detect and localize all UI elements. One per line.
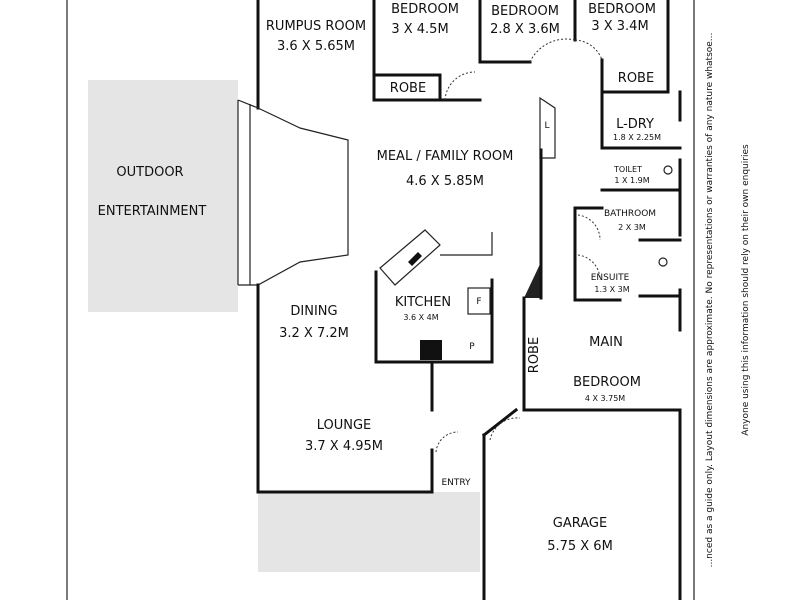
- bathroom-label: BATHROOM: [604, 209, 656, 219]
- bedroom1-label: BEDROOM: [391, 2, 459, 17]
- meal-family-label: MEAL / FAMILY ROOM: [377, 149, 514, 164]
- fridge-box: [467, 287, 491, 315]
- bench-line: [440, 232, 493, 256]
- bedroom1-dims: 3 X 4.5M: [391, 22, 448, 37]
- toilet-fixture: [663, 165, 673, 175]
- garage-label: GARAGE: [553, 516, 607, 531]
- lounge-dims: 3.7 X 4.95M: [305, 439, 383, 454]
- cooktop-icon: [408, 252, 422, 266]
- kitchen-dims: 3.6 X 4M: [403, 313, 438, 322]
- door-swing: [577, 214, 601, 241]
- wall: [481, 407, 519, 438]
- kitchen-label: KITCHEN: [395, 295, 451, 310]
- bedroom2-label: BEDROOM: [491, 4, 559, 19]
- toilet-label: TOILET: [613, 165, 642, 174]
- pantry-label: P: [469, 342, 475, 352]
- ensuite-dims: 1.3 X 3M: [594, 285, 629, 294]
- main-label: MAIN: [589, 335, 623, 350]
- door-swing: [529, 38, 576, 63]
- door-swing: [574, 39, 603, 61]
- toilet-fixture: [658, 257, 668, 267]
- meal-family-dims: 4.6 X 5.85M: [406, 174, 484, 189]
- robe-main-triangle: [524, 262, 541, 298]
- garage-dims: 5.75 X 6M: [547, 539, 613, 554]
- bathroom-dims: 2 X 3M: [618, 223, 646, 232]
- sink-icon: [420, 340, 442, 360]
- fridge-label: F: [476, 297, 481, 307]
- rumpus-room-dims: 3.6 X 5.65M: [277, 39, 355, 54]
- outdoor-label: OUTDOOR: [116, 165, 183, 180]
- lounge-label: LOUNGE: [317, 418, 372, 433]
- entertainment-label: ENTERTAINMENT: [98, 204, 207, 219]
- entry-path-hatch: [258, 492, 480, 572]
- ensuite-label: ENSUITE: [591, 273, 630, 283]
- bay-wall: [237, 99, 349, 286]
- outdoor-area-hatch: [88, 80, 238, 312]
- robe3-label: ROBE: [527, 337, 542, 373]
- dining-dims: 3.2 X 7.2M: [279, 326, 349, 341]
- entry-label: ENTRY: [441, 478, 471, 488]
- laundry-label: L-DRY: [616, 117, 654, 132]
- main-bedroom-label: BEDROOM: [573, 375, 641, 390]
- main-bedroom-dims: 4 X 3.75M: [585, 394, 625, 403]
- disclaimer-line2: Anyone using this information should rel…: [741, 144, 751, 436]
- laundry-dims: 1.8 X 2.25M: [613, 133, 661, 142]
- door-swing: [577, 254, 601, 281]
- door-swing: [435, 431, 459, 453]
- robe2-label: ROBE: [618, 71, 654, 86]
- linen-cupboard: [539, 96, 556, 159]
- dining-label: DINING: [290, 304, 337, 319]
- toilet-dims: 1 X 1.9M: [614, 176, 649, 185]
- kitchen-island: [379, 229, 441, 286]
- linen-label: L: [544, 121, 549, 131]
- door-swing: [489, 417, 521, 441]
- bedroom2-dims: 2.8 X 3.6M: [490, 22, 560, 37]
- rumpus-room-label: RUMPUS ROOM: [266, 19, 366, 34]
- bedroom3-label: BEDROOM: [588, 2, 656, 17]
- door-swing: [444, 71, 476, 101]
- disclaimer-line1: ...nced as a guide only. Layout dimensio…: [705, 33, 715, 568]
- bedroom3-dims: 3 X 3.4M: [591, 19, 648, 34]
- robe1-label: ROBE: [390, 81, 426, 96]
